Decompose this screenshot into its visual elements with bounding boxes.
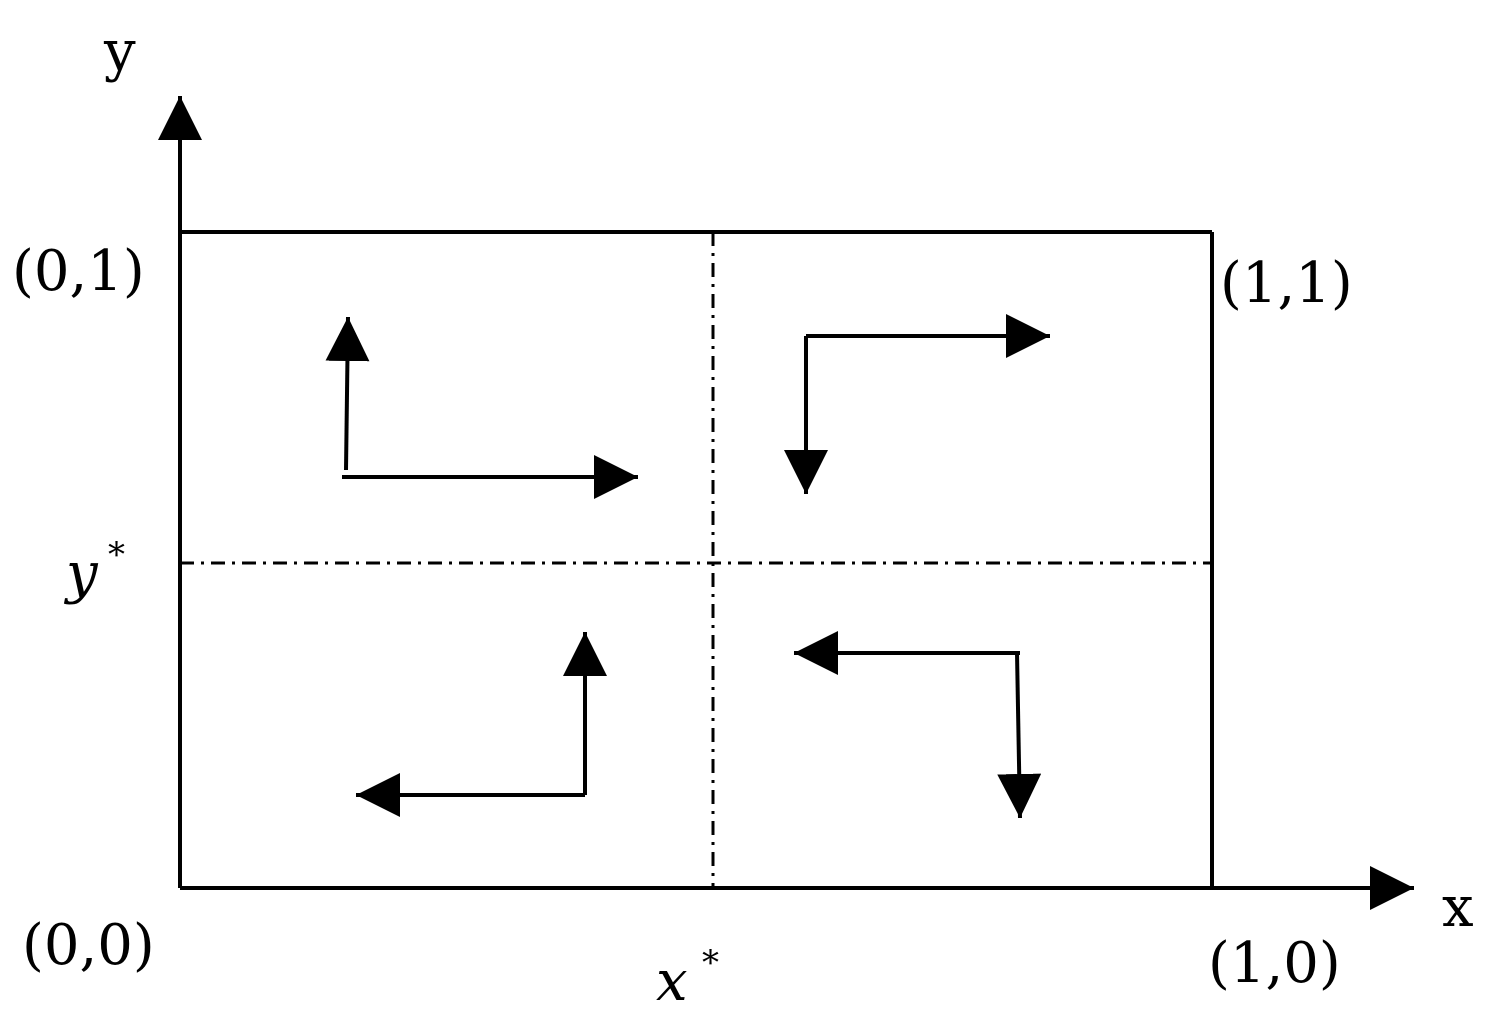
arrows-lower-left [356, 632, 607, 817]
unit-square [180, 230, 1214, 888]
threshold-lines [180, 232, 1212, 888]
arrow-down-icon [997, 652, 1042, 819]
x-star-label: x * [656, 943, 719, 1014]
corner-label-bottom-right: (1,0) [1208, 931, 1341, 996]
corner-label-top-right: (1,1) [1220, 251, 1353, 316]
x-star-base: x [656, 949, 688, 1014]
x-star-superscript: * [702, 943, 719, 983]
arrows-lower-right [794, 631, 1042, 819]
arrows-upper-left [325, 316, 638, 499]
arrow-up-icon [325, 316, 370, 471]
y-star-label: y * [63, 535, 125, 606]
arrows-upper-right [784, 314, 1050, 494]
y-star-base: y [63, 541, 99, 606]
y-star-superscript: * [108, 535, 125, 575]
y-axis-label: y [103, 19, 136, 84]
corner-label-top-left: (0,1) [12, 239, 145, 304]
x-axis-label: x [1442, 875, 1474, 940]
corner-label-origin: (0,0) [22, 913, 155, 978]
